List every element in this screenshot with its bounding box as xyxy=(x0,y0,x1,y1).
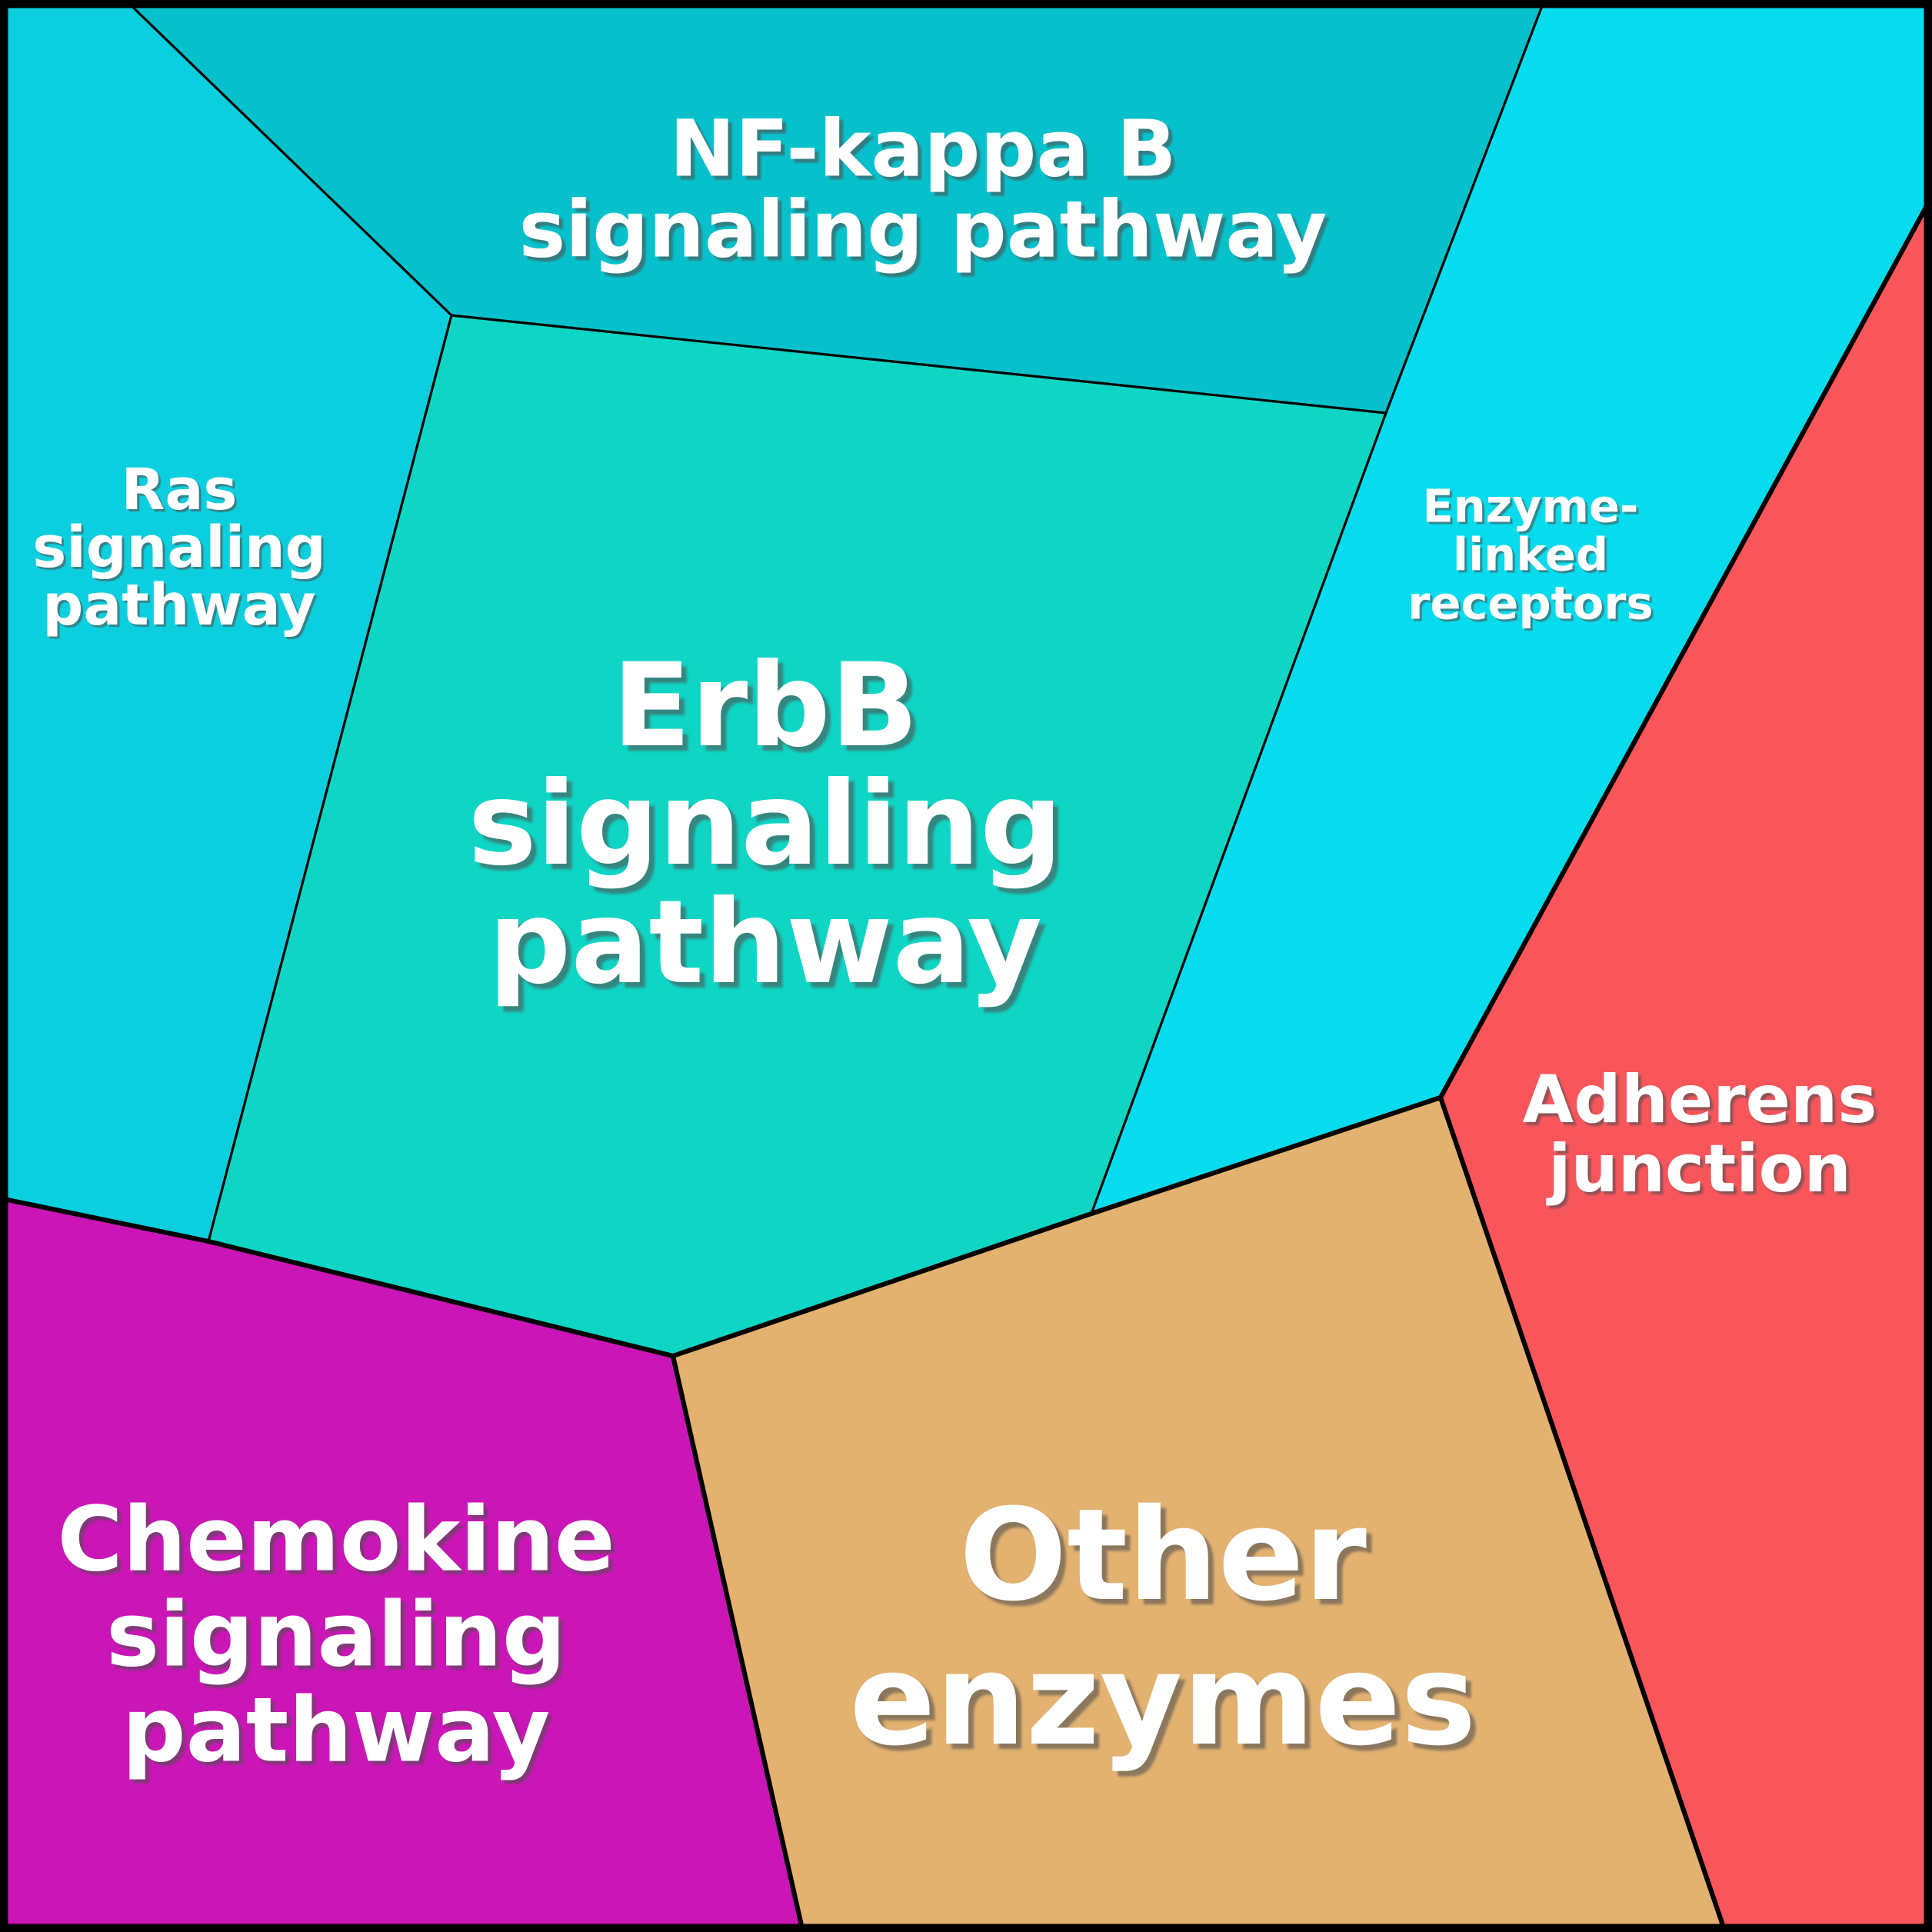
region-adherens-junction xyxy=(1441,196,1932,1932)
cell-border-edge xyxy=(450,314,1387,415)
cell-border-edge xyxy=(207,314,453,1243)
cell-border-edge xyxy=(1437,1094,1728,1932)
region-label-chemokine-signaling-pathway: signaling xyxy=(106,1584,566,1687)
region-label-other-enzymes: Other xyxy=(959,1481,1367,1629)
region-label-enzyme-linked-receptors: receptors xyxy=(1407,577,1653,630)
region-enzyme-linked-receptors xyxy=(1091,0,1932,1214)
region-label-enzyme-linked-receptors: Enzyme- xyxy=(1422,480,1638,533)
region-label-erbb-signaling-pathway: signaling xyxy=(468,758,1062,891)
region-ras-signaling-pathway xyxy=(0,0,451,1241)
cell-border-edge xyxy=(1437,193,1932,1101)
region-other-enzymes xyxy=(673,1098,1725,1932)
cell-border-edge xyxy=(1088,1094,1444,1217)
region-label-nf-kappa-b-signaling-pathway: signaling pathway xyxy=(519,185,1327,276)
cell-border-edge xyxy=(1090,411,1387,1215)
region-label-chemokine-signaling-pathway: pathway xyxy=(122,1679,551,1783)
cell-border-edge xyxy=(124,0,453,317)
region-label-ras-signaling-pathway: Ras xyxy=(122,457,238,523)
region-label-ras-signaling-pathway: signaling xyxy=(32,515,325,581)
region-label-nf-kappa-b-signaling-pathway: NF-kappa B xyxy=(669,104,1176,195)
cell-border-edge xyxy=(205,1238,676,1359)
region-label-enzyme-linked-receptors: linked xyxy=(1453,528,1608,581)
region-chemokine-signaling-pathway xyxy=(0,1198,803,1932)
region-label-erbb-signaling-pathway: pathway xyxy=(488,876,1042,1010)
region-nf-kappa-b-signaling-pathway xyxy=(125,0,1544,413)
cell-border-edge xyxy=(670,1353,806,1932)
region-label-ras-signaling-pathway: pathway xyxy=(42,572,315,638)
region-label-chemokine-signaling-pathway: Chemokine xyxy=(57,1488,615,1592)
region-label-other-enzymes: enzymes xyxy=(849,1626,1476,1774)
cell-border-edge xyxy=(1384,0,1546,415)
region-erbb-signaling-pathway xyxy=(208,315,1386,1356)
cell-border-edge xyxy=(670,1211,1094,1359)
region-label-erbb-signaling-pathway: ErbB xyxy=(612,639,918,773)
region-label-adherens-junction: Adherens xyxy=(1523,1061,1877,1138)
region-label-adherens-junction: junction xyxy=(1546,1131,1851,1208)
cell-border-edge xyxy=(0,1195,212,1244)
